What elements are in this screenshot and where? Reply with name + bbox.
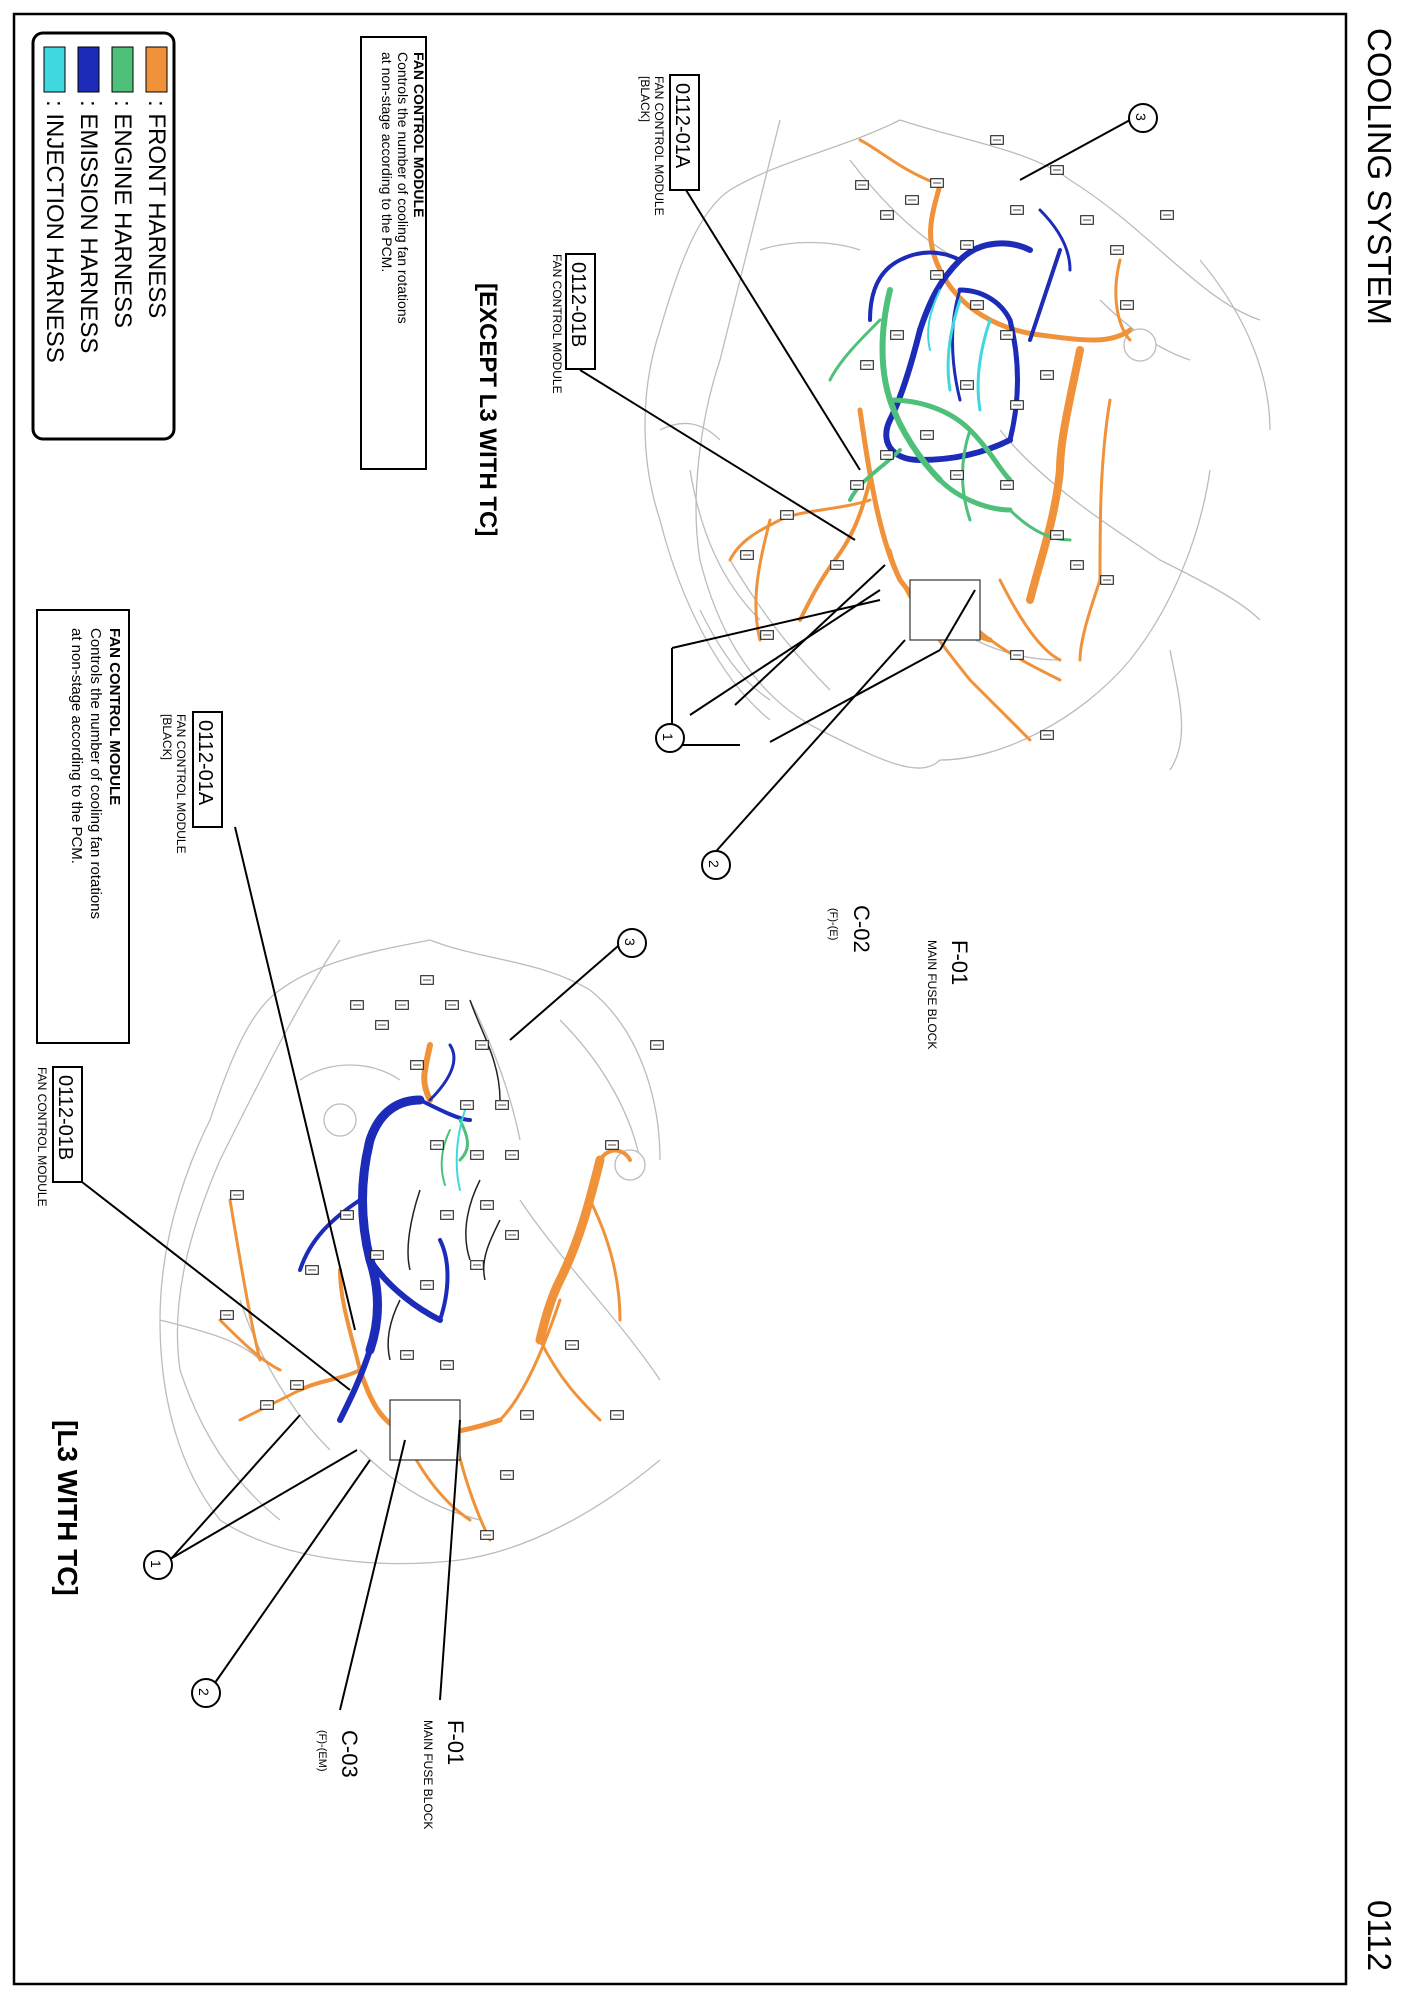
top-connector-c-code: C-02 [849, 905, 874, 953]
top-vehicle-outline [644, 119, 1271, 771]
top-connector-a-code: 0112-01A [671, 83, 693, 169]
top-callout-3-label: 3 [1133, 113, 1149, 121]
top-connector-b-box [565, 253, 596, 370]
legend-label-engine: : ENGINE HARNESS [109, 100, 136, 328]
bottom-connector-a-sub: [BLACK] [160, 714, 174, 760]
bottom-connector-b-code: 0112-01B [54, 1075, 76, 1160]
bottom-callout-1-label: 1 [148, 1560, 164, 1568]
diagram-bottom: FAN CONTROL MODULE Controls the number o… [35, 609, 664, 1829]
top-connector-a-box [669, 74, 700, 191]
top-note-line-1: Controls the number of cooling fan rotat… [395, 52, 411, 324]
top-variant-title: [EXCEPT L3 WITH TC] [474, 283, 501, 536]
bottom-callout-1 [143, 1550, 173, 1580]
legend-label-injection: : INJECTION HARNESS [41, 100, 68, 363]
bottom-connector-b-box [52, 1066, 83, 1183]
diagram-top: FAN CONTROL MODULE Controls the number o… [360, 36, 1271, 1049]
bottom-engine-harness [440, 1118, 469, 1186]
top-connector-a-sub: [BLACK] [638, 76, 652, 122]
top-reservoir [1123, 328, 1157, 362]
top-fuse-block [909, 579, 981, 641]
bottom-vehicle-outline [159, 939, 661, 1565]
top-fuse-name: MAIN FUSE BLOCK [925, 940, 939, 1049]
bottom-injection-harness [455, 1109, 466, 1191]
bottom-engine-cover [323, 1103, 357, 1137]
top-connector-b-name: FAN CONTROL MODULE [550, 254, 564, 394]
legend-label-front: : FRONT HARNESS [143, 100, 170, 318]
top-connector-a-name: FAN CONTROL MODULE [652, 76, 666, 216]
top-note-box [360, 36, 427, 470]
top-emission-harness [868, 208, 1072, 463]
top-note-line-2: at non-stage according to the PCM. [379, 52, 395, 272]
bottom-connector-a-name: FAN CONTROL MODULE [174, 714, 188, 854]
legend-swatch-engine [111, 46, 134, 93]
legend-label-emission: : EMISSION HARNESS [75, 100, 102, 353]
top-fuse-code: F-01 [947, 940, 972, 985]
bottom-emission-harness [298, 1043, 472, 1423]
bottom-connector-a-code: 0112-01A [194, 720, 216, 806]
top-injection-harness [927, 289, 992, 412]
bottom-connector-b-name: FAN CONTROL MODULE [35, 1067, 49, 1207]
bottom-front-harness [218, 1042, 632, 1542]
bottom-callout-3 [617, 928, 647, 958]
bottom-fuse-name: MAIN FUSE BLOCK [421, 1720, 435, 1829]
top-note-heading: FAN CONTROL MODULE [411, 52, 427, 217]
legend-swatch-emission [77, 46, 100, 93]
top-leader-lines [579, 119, 1131, 859]
bottom-reservoir [614, 1149, 646, 1181]
bottom-callout-2-label: 2 [196, 1688, 212, 1696]
top-connectors [740, 135, 1174, 740]
bottom-note-heading: FAN CONTROL MODULE [106, 628, 123, 805]
top-callout-2-label: 2 [706, 860, 722, 868]
top-callout-1 [655, 723, 685, 753]
bottom-connector-c-sub: (F)-(EM) [316, 1730, 328, 1772]
legend-swatch-injection [43, 46, 66, 93]
bottom-note-line-1: Controls the number of cooling fan rotat… [87, 628, 104, 919]
bottom-connector-c-code: C-03 [337, 1730, 362, 1778]
bottom-callout-2 [191, 1678, 221, 1708]
bottom-variant-title: [L3 WITH TC] [52, 1420, 83, 1596]
harness-legend: : FRONT HARNESS : ENGINE HARNESS : EMISS… [31, 31, 176, 441]
bottom-leader-lines [81, 826, 626, 1711]
top-connector-c-sub: (F)-(E) [827, 908, 839, 940]
bottom-fuse-code: F-01 [443, 1720, 468, 1765]
bottom-callout-3-label: 3 [622, 938, 638, 946]
page-frame [12, 12, 1348, 1986]
top-callout-1-label: 1 [660, 733, 676, 741]
bottom-note-line-2: at non-stage according to the PCM. [68, 628, 85, 864]
legend-box [31, 31, 176, 441]
bottom-fuse-block [389, 1399, 461, 1461]
bottom-connector-a-box [192, 711, 223, 828]
legend-swatch-front [145, 46, 168, 93]
top-callout-2 [701, 850, 731, 880]
top-callout-3 [1128, 103, 1158, 133]
bottom-note-box [36, 609, 130, 1044]
top-connector-b-code: 0112-01B [567, 262, 589, 347]
